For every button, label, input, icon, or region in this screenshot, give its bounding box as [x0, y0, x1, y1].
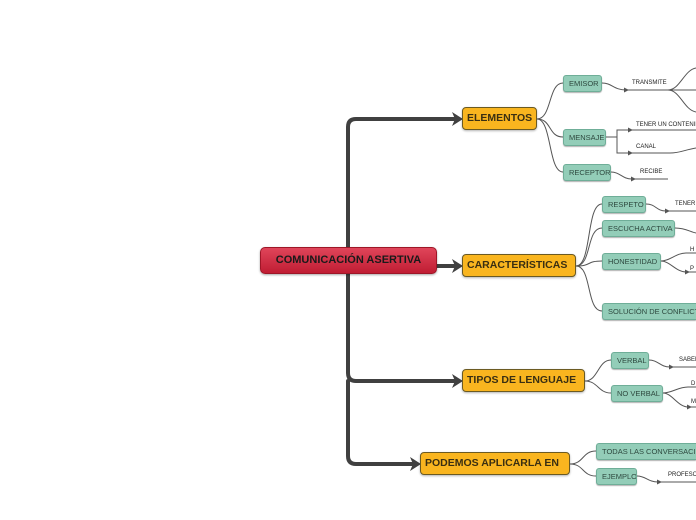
leaf-recibe[interactable]: RECIBE [640, 169, 663, 175]
leaf-transmite[interactable]: TRANSMITE [632, 80, 667, 86]
topic-podemos-aplicarla-en[interactable]: PODEMOS APLICARLA EN [420, 452, 570, 475]
subtopic-respeto[interactable]: RESPETO [602, 196, 646, 213]
subtopic-receptor[interactable]: RECEPTOR [563, 164, 611, 181]
topic-caracteristicas[interactable]: CARACTERÍSTICAS [462, 254, 576, 277]
topic-tipos-de-lenguaje[interactable]: TIPOS DE LENGUAJE [462, 369, 585, 392]
leaf-honestidad-2[interactable]: P [690, 266, 695, 272]
leaf-no-verbal-2[interactable]: M [691, 399, 696, 405]
leaf-honestidad-1[interactable]: H [690, 247, 695, 253]
leaf-profesor[interactable]: PROFESOR [668, 472, 696, 478]
leaf-saber[interactable]: SABER [679, 357, 696, 363]
subtopic-escucha-activa[interactable]: ESCUCHA ACTIVA [602, 220, 675, 237]
topic-elementos[interactable]: ELEMENTOS [462, 107, 537, 130]
leaf-tener[interactable]: TENER [675, 201, 696, 207]
subtopic-emisor[interactable]: EMISOR [563, 75, 602, 92]
leaf-canal[interactable]: CANAL [636, 144, 657, 150]
leaf-no-verbal-1[interactable]: D [691, 381, 696, 387]
subtopic-verbal[interactable]: VERBAL [611, 352, 649, 369]
subtopic-ejemplo[interactable]: EJEMPLO [596, 468, 637, 485]
central-topic[interactable]: COMUNICACIÓN ASERTIVA [260, 247, 437, 274]
subtopic-no-verbal[interactable]: NO VERBAL [611, 385, 663, 402]
subtopic-solucion-de-conflictos[interactable]: SOLUCIÓN DE CONFLICTOS [602, 303, 696, 320]
leaf-tener-un-contenido[interactable]: TENER UN CONTENIDO [636, 122, 696, 128]
subtopic-todas-las-conversaciones[interactable]: TODAS LAS CONVERSACIONES [596, 443, 696, 460]
subtopic-honestidad[interactable]: HONESTIDAD [602, 253, 661, 270]
subtopic-mensaje[interactable]: MENSAJE [563, 129, 606, 146]
